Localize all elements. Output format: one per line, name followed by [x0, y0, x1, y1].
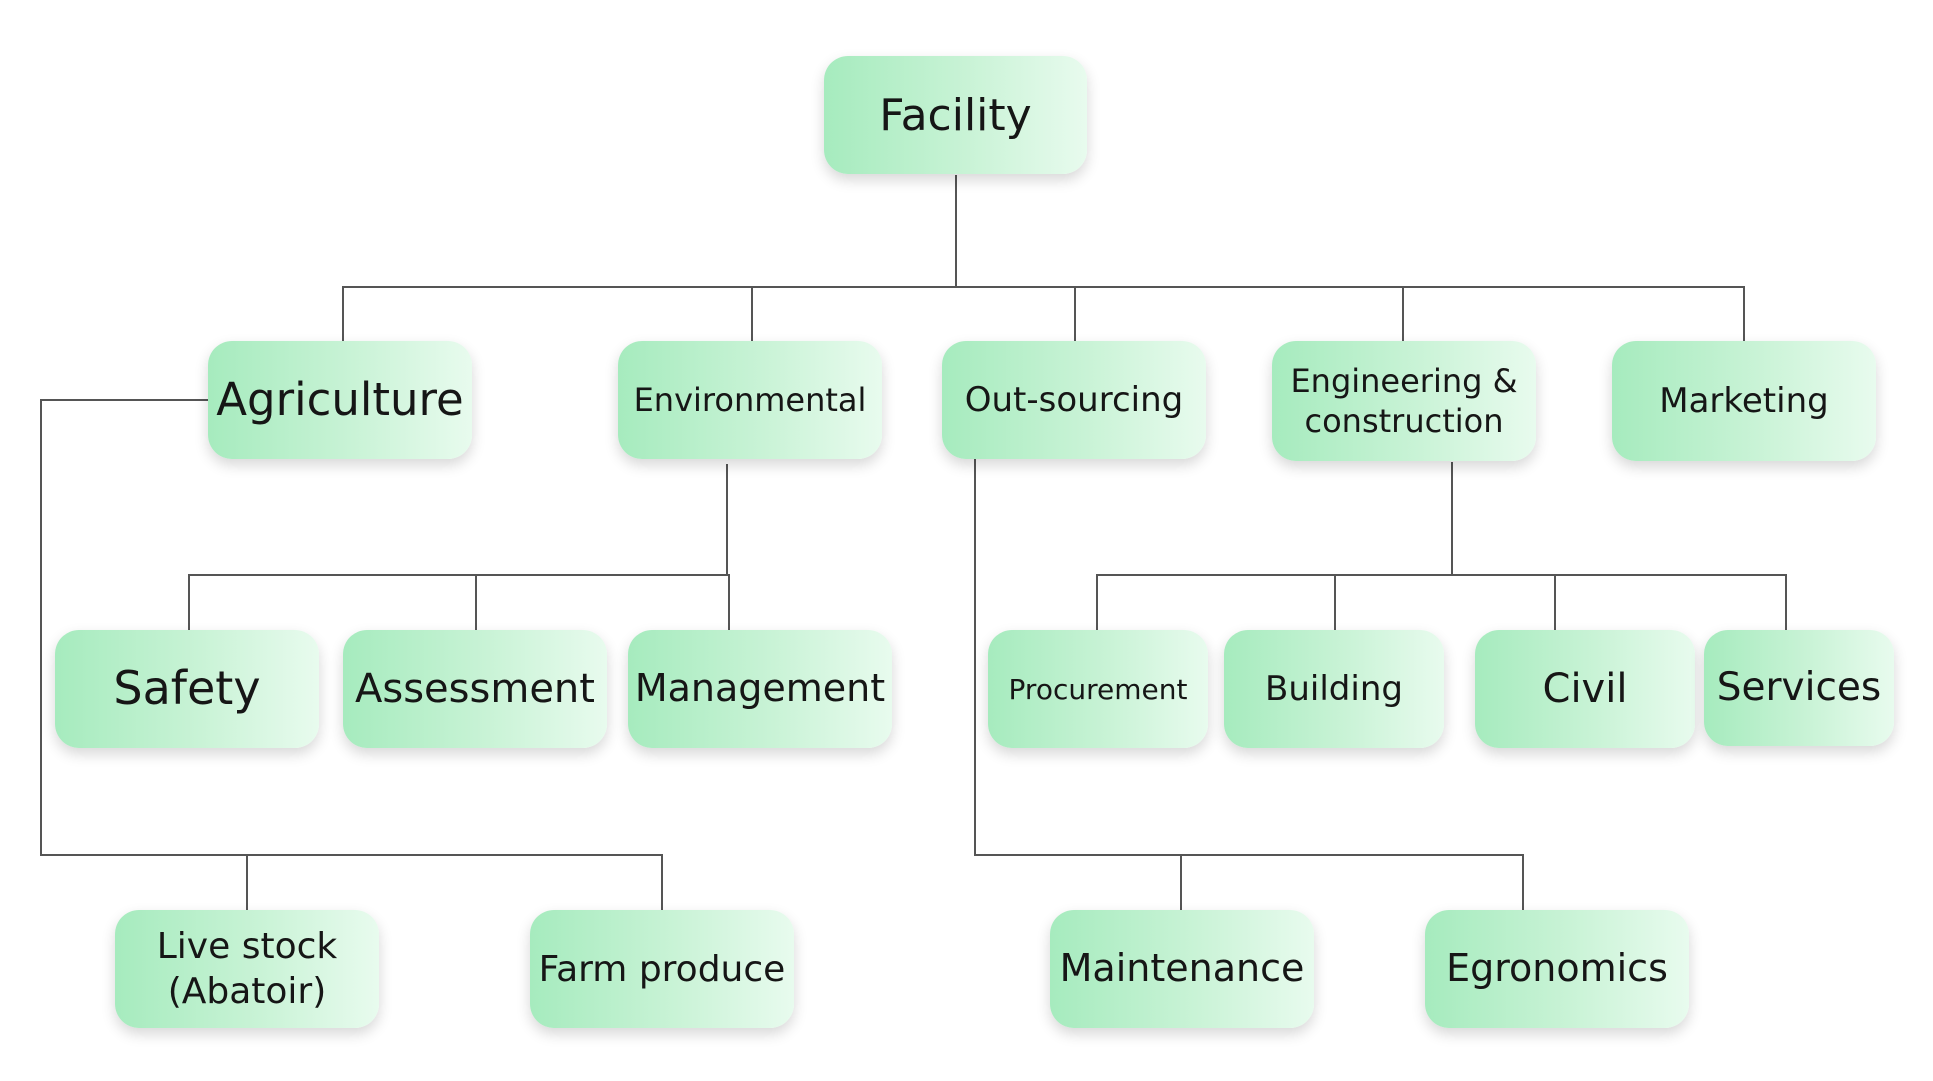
node-marketing: Marketing: [1612, 341, 1876, 461]
node-label: Environmental: [633, 381, 867, 419]
node-label: Safety: [113, 661, 261, 716]
node-environmental: Environmental: [618, 341, 882, 459]
node-label-line2: (Abatoir): [167, 971, 327, 1012]
node-assessment: Assessment: [343, 630, 607, 748]
node-out-sourcing: Out-sourcing: [942, 341, 1206, 459]
node-agriculture: Agriculture: [208, 341, 472, 459]
node-live-stock: Live stock (Abatoir): [115, 910, 379, 1028]
node-safety: Safety: [55, 630, 319, 748]
node-label: Out-sourcing: [964, 379, 1184, 420]
node-label-line1: Live stock: [156, 926, 338, 967]
node-building: Building: [1224, 630, 1444, 748]
node-label: Services: [1716, 664, 1882, 710]
node-farm-produce: Farm produce: [530, 910, 794, 1028]
node-label: Civil: [1542, 666, 1628, 712]
node-procurement: Procurement: [988, 630, 1208, 748]
node-label: Procurement: [1008, 672, 1188, 706]
node-services: Services: [1704, 630, 1894, 746]
node-facility: Facility: [824, 56, 1087, 174]
node-engineering-construction: Engineering & construction: [1272, 341, 1536, 461]
node-label: Building: [1265, 668, 1403, 709]
node-label: Egronomics: [1446, 946, 1668, 991]
node-label: Facility: [879, 89, 1032, 141]
node-egronomics: Egronomics: [1425, 910, 1689, 1028]
node-label: Marketing: [1659, 380, 1829, 421]
node-label: Maintenance: [1059, 946, 1305, 991]
node-label: Farm produce: [538, 948, 786, 990]
node-civil: Civil: [1475, 630, 1695, 748]
node-management: Management: [628, 630, 892, 748]
node-label: Assessment: [355, 666, 595, 712]
node-label: Agriculture: [216, 372, 464, 426]
node-label: Management: [634, 666, 886, 711]
node-label-line1: Engineering &: [1290, 362, 1518, 400]
node-maintenance: Maintenance: [1050, 910, 1314, 1028]
node-label-line2: construction: [1304, 402, 1504, 440]
